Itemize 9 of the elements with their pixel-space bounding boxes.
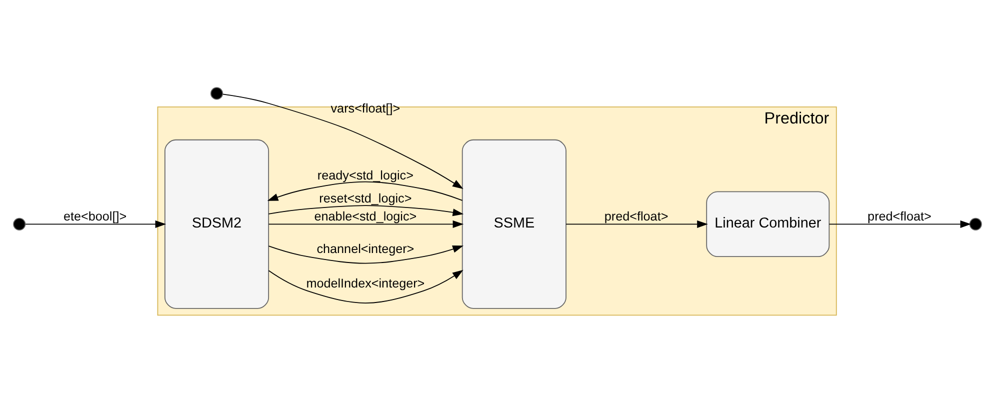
edge-label: ready<std_logic> — [317, 168, 414, 182]
edge-label: modelIndex<integer> — [306, 276, 425, 290]
edge-label: enable<std_logic> — [314, 210, 417, 224]
edge-label: pred<float> — [868, 210, 932, 224]
edge-label: reset<std_logic> — [319, 192, 412, 206]
edge-label: vars<float[]> — [330, 102, 400, 116]
edge-label: channel<integer> — [316, 242, 414, 256]
edge-label: pred<float> — [604, 210, 668, 224]
edge-label: ete<bool[]> — [64, 210, 127, 224]
